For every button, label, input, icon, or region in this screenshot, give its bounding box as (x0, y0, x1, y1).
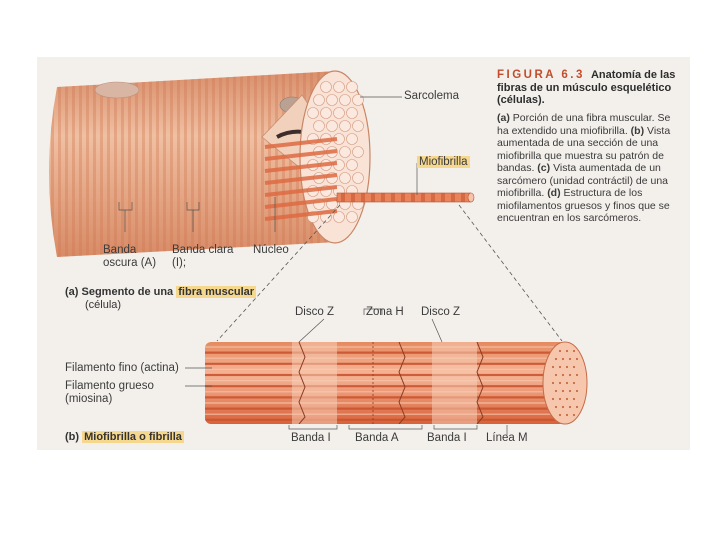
figure-heading: FIGURA 6.3 Anatomía de las fibras de un … (497, 69, 682, 107)
extended-myofibril (337, 193, 474, 202)
i-band-right-label: Banda I (427, 432, 467, 445)
panel-b-caption-tag: (b) (65, 431, 79, 443)
myofibril-label: Miofibrilla (417, 156, 470, 169)
magnified-myofibril (205, 342, 587, 424)
a-band-label: Banda A (355, 432, 398, 445)
panel-a-caption-tag: (a) Segmento de una (65, 286, 173, 298)
caption-tag-a: (a) (497, 112, 510, 124)
figure-number: FIGURA 6.3 (497, 69, 585, 81)
myofibril-highlight: Miofibrilla (417, 156, 470, 168)
caption-tag-b: (b) (631, 125, 644, 137)
z-disc-left-label: Disco Z (295, 306, 334, 319)
myofibril-end-face (543, 342, 587, 424)
panel-b-caption: (b) Miofibrilla o fibrilla (65, 431, 184, 444)
caption-text-a: Porción de una fibra muscular. Se ha ext… (497, 112, 670, 137)
panel-b-caption-highlight: Miofibrilla o fibrilla (82, 431, 184, 443)
caption-tag-c: (c) (537, 162, 550, 174)
thick-filament-label: Filamento grueso (miosina) (65, 380, 170, 406)
light-band-label: Banda clara (I); (172, 244, 242, 270)
i-band-left-label: Banda I (291, 432, 331, 445)
panel-a-caption: (a) Segmento de una fibra muscular (célu… (65, 286, 295, 312)
dark-band-label: Banda oscura (A) (103, 244, 173, 270)
thin-filament-label: Filamento fino (actina) (65, 362, 179, 375)
nucleus-shape (95, 82, 139, 98)
m-line-label: Línea M (486, 432, 528, 445)
panel-a-caption-highlight: fibra muscular (176, 286, 256, 298)
sarcolemma-label: Sarcolema (404, 90, 459, 103)
h-zone-label: Zona H (366, 306, 404, 319)
panel-a-caption-sub: (célula) (65, 299, 121, 311)
figure-caption: (a) Porción de una fibra muscular. Se ha… (497, 112, 682, 225)
z-disc-right-label: Disco Z (421, 306, 460, 319)
figure-page: Sarcolema Miofibrilla Banda oscura (A) B… (37, 57, 690, 450)
nucleus-label: Núcleo (253, 244, 289, 257)
caption-tag-d: (d) (547, 187, 560, 199)
